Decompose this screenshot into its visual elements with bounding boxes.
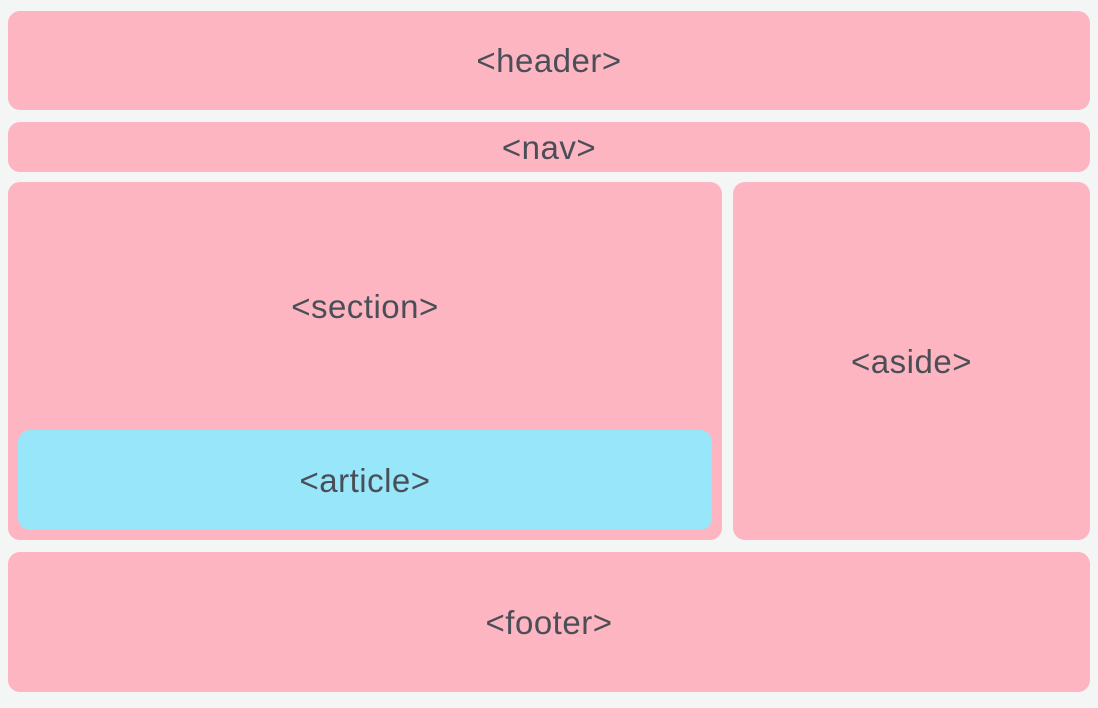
aside-label: <aside>	[851, 342, 972, 380]
nav-block: <nav>	[8, 122, 1090, 172]
section-block: <section> <article>	[8, 182, 722, 540]
section-label-area: <section>	[8, 182, 722, 430]
header-block: <header>	[8, 11, 1090, 110]
nav-label: <nav>	[501, 128, 597, 166]
article-block: <article>	[18, 430, 712, 530]
aside-block: <aside>	[733, 182, 1090, 540]
section-label: <section>	[291, 287, 439, 325]
middle-row: <section> <article> <aside>	[8, 182, 1090, 540]
article-label: <article>	[299, 461, 431, 499]
header-label: <header>	[476, 42, 622, 79]
footer-block: <footer>	[8, 552, 1090, 692]
footer-label: <footer>	[485, 603, 613, 641]
